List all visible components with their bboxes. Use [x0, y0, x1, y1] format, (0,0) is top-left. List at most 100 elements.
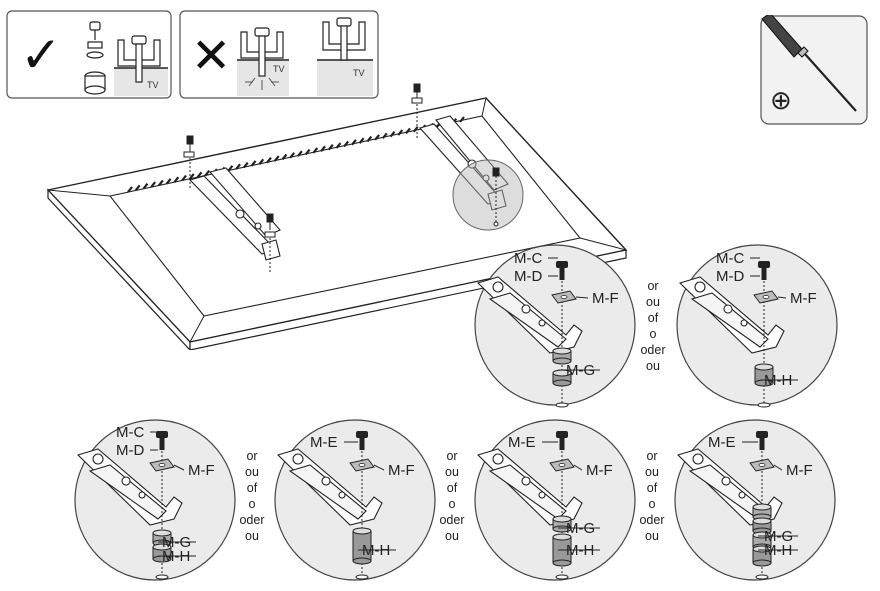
- vent-slot: [235, 163, 241, 170]
- vent-slot: [242, 161, 249, 169]
- label-leader-line: [373, 464, 385, 471]
- vent-slot: [127, 186, 133, 193]
- screw-icon: [556, 261, 568, 280]
- part-label: M-F: [786, 462, 813, 479]
- detail-circle-1: M-CM-DM-FM-G: [474, 244, 636, 408]
- part-label: M-F: [790, 290, 817, 307]
- bracket-arm: [476, 448, 583, 526]
- detail-circle-3: M-CM-DM-FM-GM-H: [74, 419, 236, 581]
- vent-slot: [366, 135, 373, 143]
- screw-icon: [556, 431, 568, 450]
- or-word: ou: [645, 465, 659, 479]
- vent-slot: [289, 152, 295, 159]
- vent-slot: [374, 134, 380, 141]
- vent-slot: [204, 170, 211, 177]
- part-label: M-E: [310, 434, 338, 451]
- vent-slot: [227, 165, 234, 172]
- vent-slot: [397, 129, 404, 136]
- detail-circle-2: M-CM-DM-FM-H: [676, 244, 838, 408]
- screwdriver-panel: ⊕: [760, 15, 868, 125]
- part-label: M-E: [708, 434, 736, 451]
- bracket-arm: [678, 276, 785, 354]
- or-word: o: [650, 327, 657, 341]
- vent-slot: [258, 158, 265, 166]
- screw-icon: [758, 261, 770, 280]
- part-label: M-F: [388, 462, 415, 479]
- spacer-icon: [352, 527, 372, 565]
- or-word: or: [647, 279, 658, 293]
- screw-icon: [156, 431, 168, 450]
- or-word: ou: [646, 295, 660, 309]
- right-wall-bracket: [419, 115, 509, 211]
- vent-slot: [150, 181, 157, 188]
- or-word: o: [249, 497, 256, 511]
- vent-slot: [389, 130, 396, 138]
- tv-label: TV: [353, 68, 365, 78]
- or-word: of: [447, 481, 458, 495]
- vent-slot: [412, 126, 419, 133]
- part-label: M-F: [188, 462, 215, 479]
- left-wall-bracket: [188, 167, 281, 261]
- part-label: M-D: [116, 442, 144, 459]
- or-word: of: [648, 311, 659, 325]
- or-word: ou: [245, 529, 259, 543]
- tv-back-illustration: [46, 83, 628, 350]
- vent-slot: [158, 179, 164, 187]
- vent-slot: [351, 139, 357, 146]
- vent-slot: [381, 132, 388, 139]
- part-label: M-F: [592, 290, 619, 307]
- tv-label: TV: [273, 64, 285, 74]
- vent-slot: [134, 184, 141, 192]
- or-word: or: [246, 449, 257, 463]
- label-leader-line: [773, 464, 783, 471]
- vent-slot: [405, 127, 411, 135]
- or-word: ou: [445, 529, 459, 543]
- wrong-usage-panel: ✕ TV TV: [179, 10, 379, 99]
- bracket-arm: [76, 448, 183, 526]
- label-leader-line: [573, 464, 583, 471]
- vent-slot: [459, 116, 465, 123]
- detail-highlight-circle: [452, 159, 524, 231]
- screw-washer-spacer-icon: [84, 21, 106, 95]
- part-label: M-C: [514, 250, 542, 267]
- screw-too-short-icon: TV: [317, 17, 373, 96]
- vent-slot: [327, 143, 334, 151]
- vent-slot: [165, 178, 172, 185]
- screw-icon: [356, 431, 368, 450]
- cross-mark-icon: ✕: [191, 30, 231, 83]
- or-word: ou: [645, 529, 659, 543]
- or-word: of: [247, 481, 258, 495]
- or-word: oder: [639, 513, 664, 527]
- vent-slot: [273, 155, 280, 162]
- detail-circle-4: M-EM-FM-H: [274, 419, 436, 581]
- detail-circle-6: M-EM-FM-GM-H: [674, 419, 836, 581]
- vent-slot: [297, 150, 303, 157]
- vent-slot: [281, 153, 288, 161]
- vent-slot: [181, 174, 187, 182]
- or-word: oder: [439, 513, 464, 527]
- part-label: M-F: [586, 462, 613, 479]
- part-label: M-D: [514, 268, 542, 285]
- vent-slot: [173, 176, 180, 183]
- screw-icon: [756, 431, 768, 450]
- vent-slot: [343, 140, 350, 148]
- or-word: ou: [445, 465, 459, 479]
- vent-slot: [142, 183, 149, 190]
- or-word: oder: [239, 513, 264, 527]
- label-leader-line: [777, 296, 787, 299]
- or-word: or: [646, 449, 657, 463]
- or-word: or: [446, 449, 457, 463]
- vent-slot: [358, 137, 365, 144]
- screwdriver-icon: [761, 15, 857, 112]
- vent-slot: [304, 148, 311, 156]
- or-word: o: [649, 497, 656, 511]
- part-label: M-E: [508, 434, 536, 451]
- check-mark-icon: ✓: [20, 27, 62, 83]
- or-word: ou: [646, 359, 660, 373]
- vent-slot: [312, 147, 319, 154]
- screw-too-long-icon: TV: [237, 27, 289, 96]
- correct-usage-panel: ✓ TV: [6, 10, 172, 99]
